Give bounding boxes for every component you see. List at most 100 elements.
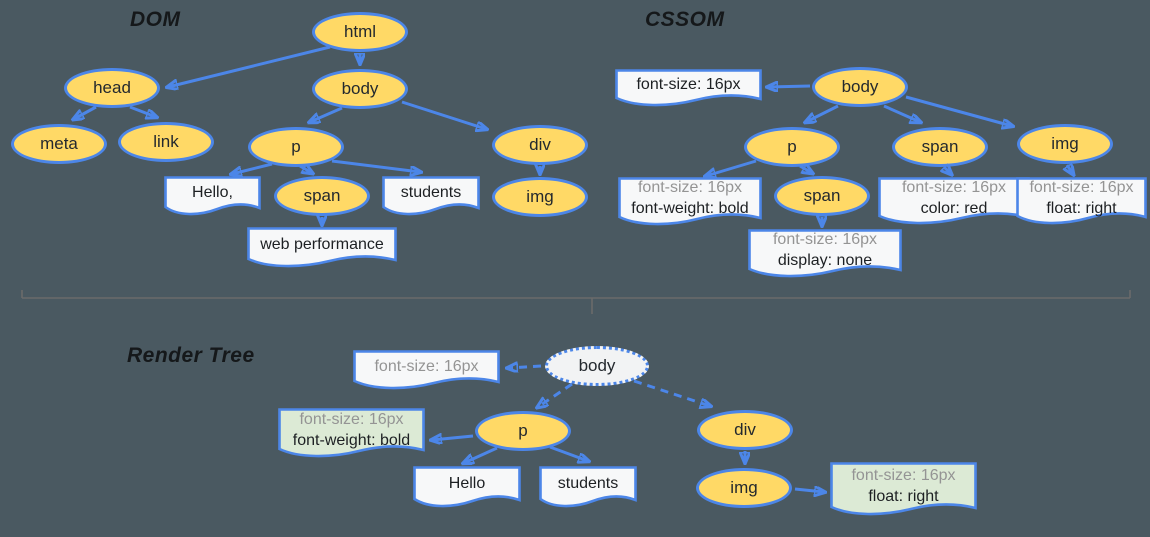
cssom-node-span: span: [892, 127, 988, 167]
rule-line: font-weight: bold: [631, 200, 749, 217]
node-label: html: [343, 22, 377, 41]
arrow-p-to-hello: [232, 162, 273, 174]
document-shape: [164, 176, 261, 216]
node-label: body: [341, 79, 379, 98]
rt-node-p: p: [475, 411, 571, 451]
text-node-label: web performance: [260, 235, 384, 253]
node-label: img: [1051, 134, 1079, 153]
arrow-rt-p-to-hello: [464, 446, 498, 463]
rt-rulebox-p: font-size: 16px font-weight: bold: [278, 408, 425, 458]
arrow-rt-body-to-rule: [508, 366, 542, 368]
rule-line-inherited: font-size: 16px: [1029, 178, 1134, 196]
cssom-rulebox-img: font-size: 16px float: right: [1016, 177, 1147, 225]
arrow-rt-p-to-rule: [432, 436, 474, 440]
cssom-node-img: img: [1017, 124, 1113, 164]
arrow-cssom-body-to-img: [905, 95, 1012, 126]
cssom-rulebox-span-child: font-size: 16px display: none: [748, 229, 902, 278]
node-label: p: [518, 421, 528, 440]
arrow-cssom-span-to-rule: [944, 167, 951, 174]
cssom-node-span-child: span: [774, 176, 870, 216]
dom-textbox-web-performance: web performance: [247, 227, 397, 268]
rule-line: display: none: [777, 252, 873, 269]
document-shape: [353, 350, 500, 390]
rule-line-inherited: font-size: 16px: [851, 466, 956, 484]
arrow-cssom-img-to-rule: [1067, 165, 1073, 174]
node-label: body: [578, 356, 616, 375]
rule-line-inherited: font-size: 16px: [901, 178, 1007, 196]
arrow-rt-body-to-div: [633, 379, 710, 406]
cssom-node-body: body: [812, 67, 908, 107]
render-tree-title: Render Tree: [127, 344, 255, 367]
document-shape: [830, 462, 977, 516]
arrow-cssom-body-to-rule: [768, 86, 811, 87]
rt-textbox-hello: Hello: [413, 466, 521, 508]
node-label: meta: [40, 134, 78, 153]
rule-line: float: right: [1046, 199, 1117, 217]
rt-rulebox-body: font-size: 16px: [353, 350, 500, 390]
dom-textbox-hello: Hello,: [164, 176, 261, 216]
document-shape: [615, 69, 762, 107]
document-shape: [247, 227, 397, 268]
rule-line-inherited: font-size: 16px: [772, 231, 878, 248]
node-label: img: [730, 478, 758, 497]
rule-line-inherited: font-size: 16px: [374, 358, 479, 375]
rt-node-img: img: [696, 468, 792, 508]
arrow-head-to-meta: [74, 105, 97, 119]
text-node-label: Hello: [448, 475, 486, 492]
rt-rulebox-img: font-size: 16px float: right: [830, 462, 977, 516]
document-shape: [413, 466, 521, 508]
node-label: span: [803, 186, 841, 205]
document-shape: [1016, 177, 1147, 225]
dom-node-meta: meta: [11, 124, 107, 164]
dom-node-span: span: [274, 176, 370, 216]
node-label: link: [153, 132, 179, 151]
arrow-body-to-div: [401, 100, 486, 129]
node-label: p: [291, 137, 301, 156]
cssom-rulebox-p: font-size: 16px font-weight: bold: [618, 177, 762, 226]
node-label: div: [734, 420, 756, 439]
rule-line-inherited: font-size: 16px: [637, 179, 743, 196]
arrow-cssom-p-to-span: [799, 166, 812, 173]
node-label: p: [787, 137, 797, 156]
dom-node-p: p: [248, 127, 344, 167]
rt-node-body: body: [545, 346, 649, 386]
rule-line: float: right: [868, 487, 939, 505]
rule-line: font-weight: bold: [292, 431, 411, 449]
text-node-label: students: [400, 184, 462, 201]
arrow-p-to-students: [331, 159, 420, 172]
dom-node-html: html: [312, 12, 408, 52]
document-shape: [618, 177, 762, 226]
rt-textbox-students: students: [539, 466, 637, 508]
document-shape: [382, 176, 480, 216]
arrow-head-to-link: [129, 105, 156, 117]
text-node-label: Hello,: [192, 184, 233, 201]
cssom-rulebox-body: font-size: 16px: [615, 69, 762, 107]
dom-node-div: div: [492, 125, 588, 165]
node-label: body: [841, 77, 879, 96]
dom-node-head: head: [64, 68, 160, 108]
arrow-rt-p-to-students: [549, 445, 588, 461]
dom-textbox-students: students: [382, 176, 480, 216]
text-node-label: students: [557, 475, 619, 492]
arrow-p-to-span: [299, 166, 312, 173]
rule-line: font-size: 16px: [636, 76, 741, 93]
dom-node-body: body: [312, 69, 408, 109]
rule-line: color: red: [920, 199, 988, 217]
arrow-html-to-head: [168, 45, 331, 87]
dom-node-link: link: [118, 122, 214, 162]
arrow-cssom-body-to-p: [806, 104, 839, 122]
dom-title: DOM: [130, 8, 181, 31]
document-shape: [278, 408, 425, 458]
document-shape: [539, 466, 637, 508]
cssom-node-p: p: [744, 127, 840, 167]
arrow-cssom-p-to-rule: [706, 159, 757, 176]
arrow-rt-body-to-p: [538, 382, 573, 407]
arrow-cssom-body-to-span: [883, 104, 920, 122]
arrow-rt-img-to-rule: [794, 489, 824, 492]
node-label: head: [93, 78, 131, 97]
arrow-body-to-p: [310, 106, 343, 122]
cssom-title: CSSOM: [645, 8, 725, 31]
node-label: div: [529, 135, 551, 154]
